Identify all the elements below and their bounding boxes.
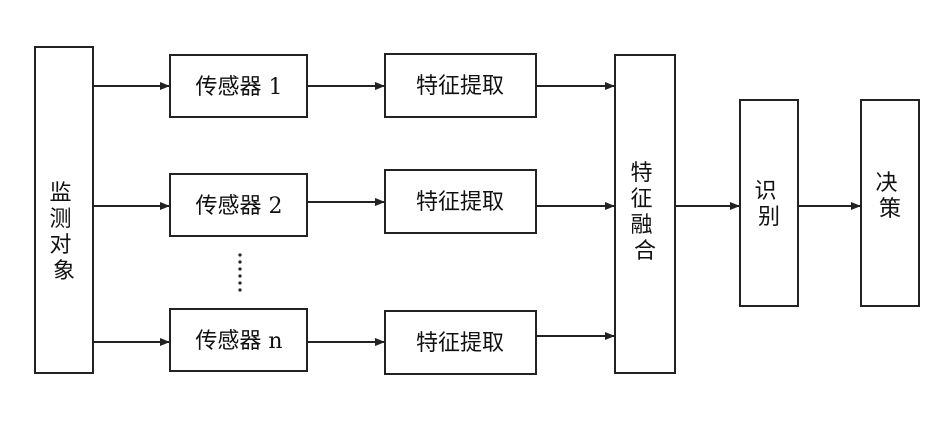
monitor-target-char-2: 测 bbox=[49, 207, 71, 232]
decision-node: 决 策 bbox=[860, 99, 920, 307]
recognition-char-2: 别 bbox=[758, 205, 780, 230]
recognition-node: 识 别 bbox=[739, 99, 799, 307]
sensor-1-label: 传感器 1 bbox=[196, 75, 283, 100]
monitor-target-char-1: 监 bbox=[49, 181, 71, 206]
sensor-n-node: 传感器 n bbox=[169, 308, 308, 372]
sensor-2-node: 传感器 2 bbox=[169, 173, 308, 237]
monitor-target-node: 监 测 对 象 bbox=[34, 46, 94, 374]
feature-fusion-char-2: 征 bbox=[630, 187, 652, 212]
monitor-target-char-3: 对 bbox=[49, 233, 71, 258]
feature-extract-1-label: 特征提取 bbox=[416, 74, 504, 99]
feature-extract-n-label: 特征提取 bbox=[416, 331, 504, 356]
decision-label: 决 策 bbox=[875, 171, 904, 222]
decision-char-1: 决 bbox=[875, 171, 897, 196]
ellipsis-dots bbox=[238, 253, 242, 292]
feature-extract-2-node: 特征提取 bbox=[384, 169, 537, 234]
feature-extract-n-node: 特征提取 bbox=[384, 310, 537, 375]
feature-fusion-char-3: 融 bbox=[630, 213, 652, 238]
feature-extract-2-label: 特征提取 bbox=[416, 190, 504, 215]
recognition-char-1: 识 bbox=[754, 179, 776, 204]
monitor-target-char-4: 象 bbox=[53, 259, 75, 284]
decision-char-2: 策 bbox=[879, 197, 901, 222]
sensor-n-label: 传感器 n bbox=[195, 329, 282, 354]
feature-fusion-char-4: 合 bbox=[634, 239, 656, 264]
feature-fusion-char-1: 特 bbox=[630, 161, 652, 186]
sensor-2-label: 传感器 2 bbox=[196, 194, 283, 219]
feature-fusion-node: 特 征 融 合 bbox=[614, 54, 676, 374]
feature-fusion-label: 特 征 融 合 bbox=[630, 161, 659, 264]
feature-extract-1-node: 特征提取 bbox=[384, 53, 537, 118]
sensor-1-node: 传感器 1 bbox=[169, 54, 308, 118]
monitor-target-label: 监 测 对 象 bbox=[49, 181, 78, 284]
recognition-label: 识 别 bbox=[754, 179, 783, 230]
